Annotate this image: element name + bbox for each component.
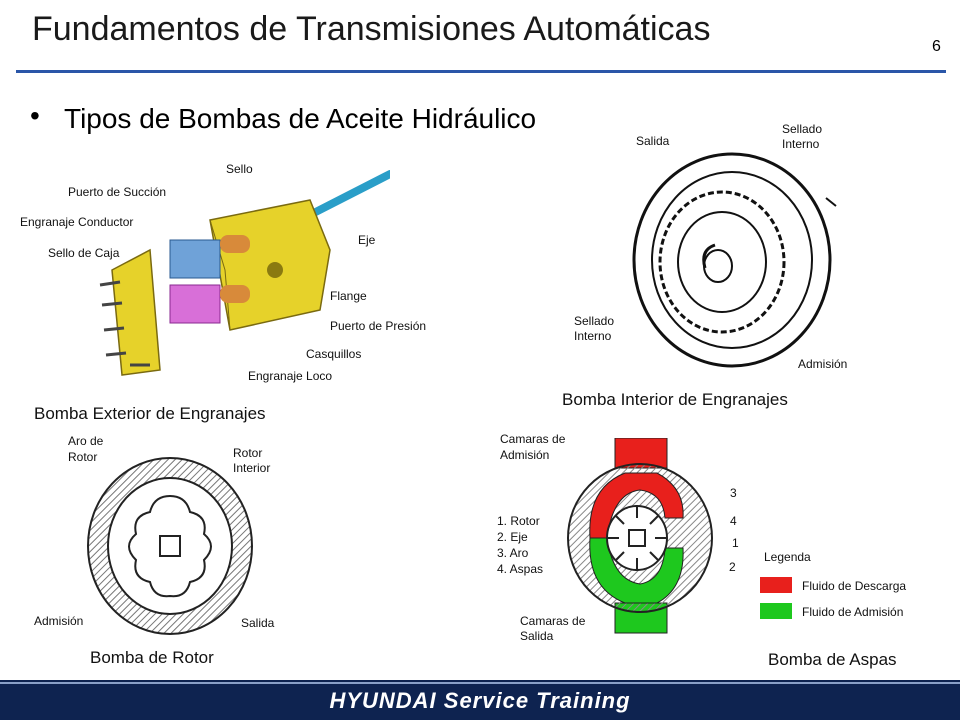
label-sello-caja: Sello de Caja (48, 246, 120, 260)
label-sellado-bot-2: Interno (574, 329, 612, 343)
label-camaras-sal-1: Camaras de (520, 614, 586, 628)
title-divider (16, 70, 946, 73)
part-aspas: 4. Aspas (497, 562, 544, 576)
interior-gear-pump-illustration (632, 152, 837, 368)
label-engranaje-conductor: Engranaje Conductor (20, 215, 134, 229)
section-subtitle: Tipos de Bombas de Aceite Hidráulico (64, 103, 537, 134)
label-sellado-top-2: Interno (782, 137, 820, 151)
vane-num-4: 4 (730, 514, 737, 528)
rotor-pump-illustration (87, 457, 253, 635)
vane-num-3: 3 (730, 486, 737, 500)
part-eje: 2. Eje (497, 530, 528, 544)
label-puerto-presion: Puerto de Presión (330, 319, 427, 333)
legend-title: Legenda (764, 550, 811, 564)
label-camaras-sal-2: Salida (520, 629, 554, 643)
label-aro-2: Rotor (68, 450, 98, 464)
footer-bar (0, 680, 960, 720)
vane-pump-illustration (567, 438, 713, 634)
vane-num-2: 2 (729, 560, 736, 574)
legend-swatch-admision (760, 603, 792, 619)
legend-label-descarga: Fluido de Descarga (802, 579, 907, 593)
label-sellado-bot-1: Sellado (574, 314, 615, 328)
label-camaras-adm-1: Camaras de (500, 432, 566, 446)
part-rotor: 1. Rotor (497, 514, 540, 528)
label-rotor-2: Interior (233, 461, 271, 475)
label-casquillos: Casquillos (306, 347, 362, 361)
part-aro: 3. Aro (497, 546, 529, 560)
bullet-icon: • (30, 100, 40, 131)
exterior-gear-pump-illustration (99, 170, 390, 376)
caption-rotor-pump: Bomba de Rotor (90, 648, 214, 667)
page-title: Fundamentos de Transmisiones Automáticas (32, 10, 711, 48)
label-sellado-top-1: Sellado (782, 122, 823, 136)
vane-num-1: 1 (732, 536, 739, 550)
label-camaras-adm-2: Admisión (500, 448, 550, 462)
label-engranaje-loco: Engranaje Loco (248, 369, 333, 383)
label-salida-rotor: Salida (241, 616, 275, 630)
label-sello: Sello (226, 162, 253, 176)
label-flange: Flange (330, 289, 367, 303)
label-rotor-1: Rotor (233, 446, 263, 460)
label-salida-interior: Salida (636, 134, 670, 148)
caption-interior-pump: Bomba Interior de Engranajes (562, 390, 788, 409)
label-eje: Eje (358, 233, 376, 247)
legend-label-admision: Fluido de Admisión (802, 605, 904, 619)
label-admision-rotor: Admisión (34, 614, 84, 628)
label-puerto-succion: Puerto de Succión (68, 185, 167, 199)
label-aro-1: Aro de (68, 434, 104, 448)
footer-divider (0, 682, 960, 684)
caption-vane-pump: Bomba de Aspas (768, 650, 897, 669)
legend-swatch-descarga (760, 577, 792, 593)
caption-exterior-pump: Bomba Exterior de Engranajes (34, 404, 266, 423)
label-admision-interior: Admisión (798, 357, 848, 371)
footer-brand: HYUNDAI Service Training (329, 688, 631, 713)
page-number: 6 (932, 38, 941, 55)
